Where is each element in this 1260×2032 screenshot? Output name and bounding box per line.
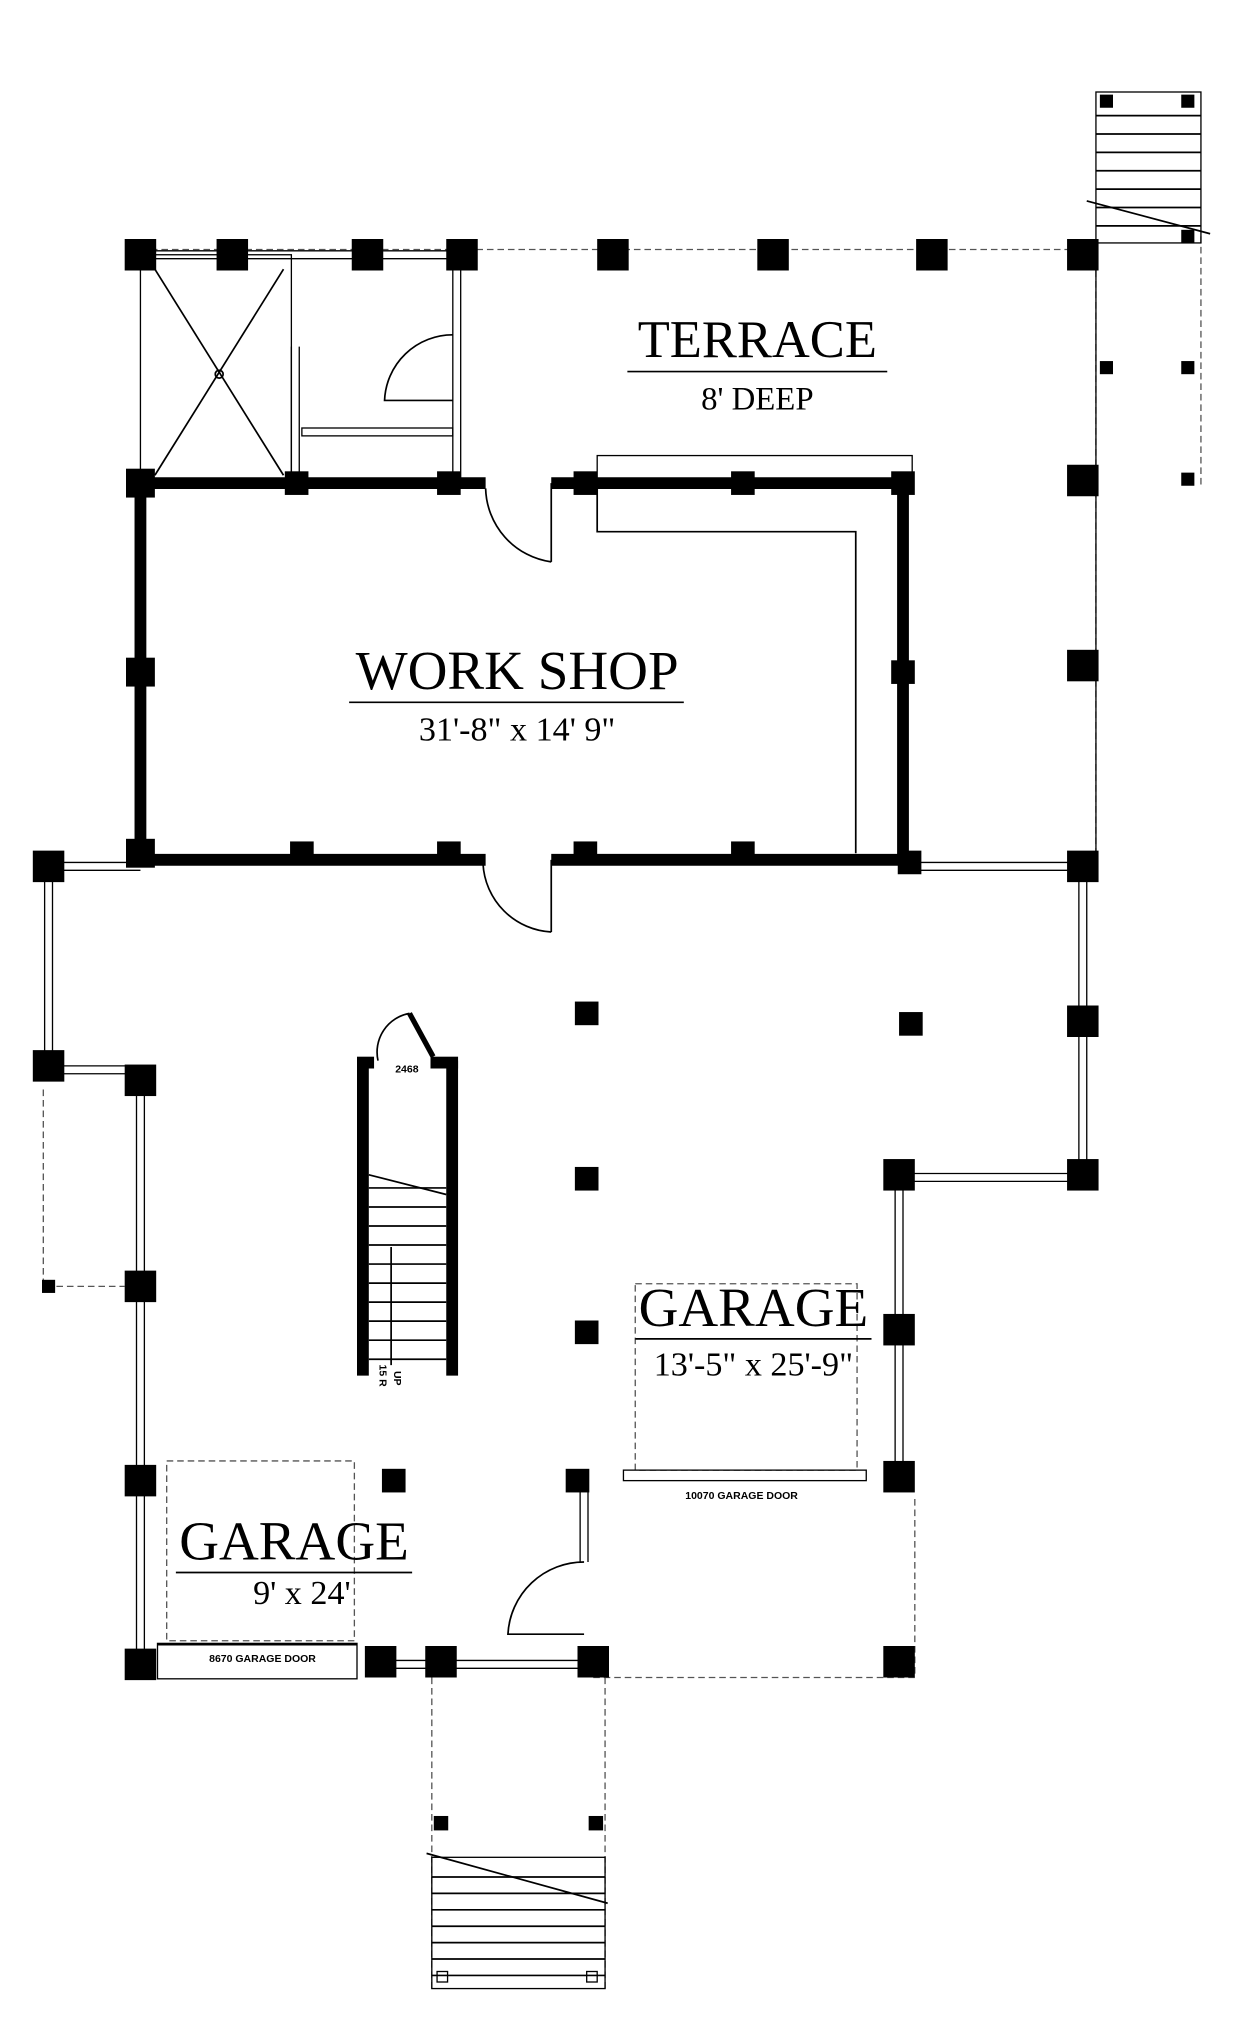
post [883,1159,915,1191]
post [126,468,155,498]
post [574,1001,599,1026]
post [1067,239,1099,271]
post [126,838,155,868]
post [216,239,249,271]
post [1099,361,1113,375]
post [381,1468,406,1493]
post [1099,94,1113,108]
post [731,841,755,866]
post [124,239,157,271]
room-terrace: TERRACE 8' DEEP [627,311,888,418]
post [1067,850,1099,883]
post [1181,472,1195,486]
garage-small-name: GARAGE [179,1510,409,1571]
garage-door-large-label: 10070 GARAGE DOOR [685,1490,798,1502]
post [573,471,598,495]
stair-risers-label: 15 R [376,1365,388,1388]
post [891,471,915,495]
post [32,1050,65,1082]
stair-door-label: 2468 [395,1063,419,1075]
top-left-bay [139,250,462,484]
post [351,239,384,271]
post [597,239,629,271]
garage-door-small-label: 8670 GARAGE DOOR [209,1653,316,1665]
room-garage-large: GARAGE 13'-5" x 25'-9" [635,1277,872,1384]
post [574,1166,599,1191]
structural-posts [32,94,1195,1831]
post [124,1648,157,1681]
post [588,1815,604,1831]
post [1067,1005,1099,1037]
garage-large-size: 13'-5" x 25'-9" [654,1347,853,1384]
post [433,1815,449,1831]
post [757,239,789,271]
post [883,1460,915,1493]
workshop-size: 31'-8" x 14' 9" [419,711,615,748]
stair-up-label: UP [391,1371,403,1386]
post [126,657,155,687]
post [1181,229,1195,243]
post [899,1012,923,1036]
post [437,471,461,495]
post [364,1646,397,1678]
post [883,1313,915,1346]
post [290,841,314,866]
garage-door-small[interactable]: 8670 GARAGE DOOR [156,1642,358,1680]
garage-large-name: GARAGE [639,1277,869,1338]
garage-small-size: 9' x 24' [253,1575,351,1612]
post [124,1064,157,1097]
post [1067,649,1099,682]
post [446,239,478,271]
post [1067,1159,1099,1191]
workshop-name: WORK SHOP [356,640,679,701]
post [897,850,922,875]
post [731,471,755,495]
post [573,841,598,866]
post [1181,361,1195,375]
post [124,1464,157,1497]
post [42,1279,56,1293]
room-workshop: WORK SHOP 31'-8" x 14' 9" [349,640,684,748]
post [883,1646,915,1678]
post [891,660,915,684]
post [916,239,948,271]
terrace-stair[interactable] [1086,91,1211,244]
terrace-name: TERRACE [638,311,877,369]
post [425,1646,457,1678]
post [32,850,65,883]
terrace-size: 8' DEEP [701,382,814,418]
post [437,841,461,866]
post [565,1468,590,1493]
post [1067,464,1099,497]
post [1181,94,1195,108]
ground-walls [43,249,1097,1669]
post [124,1270,157,1303]
stair-treads [368,1187,447,1361]
post [574,1320,599,1345]
dashed-outlines [42,236,1202,1989]
garage-door-large[interactable]: 10070 GARAGE DOOR [622,1469,867,1502]
post [284,471,309,495]
entry-stair[interactable] [426,1852,608,1990]
post [577,1646,609,1678]
interior-stair[interactable]: 2468 UP 15 R [357,1012,459,1388]
room-garage-small: GARAGE 9' x 24' [175,1510,413,1612]
